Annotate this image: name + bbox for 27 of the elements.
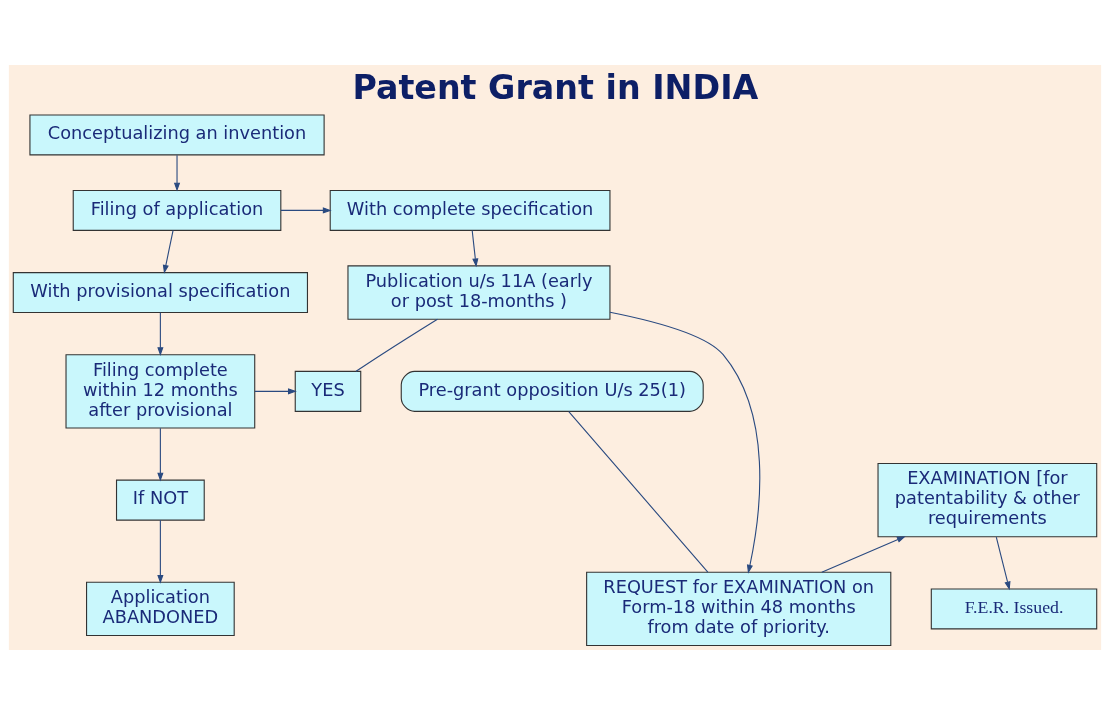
arrow	[280, 207, 332, 214]
arrow	[821, 536, 906, 573]
node-box: REQUEST for EXAMINATION on Form-18 within 48 months from date of priority.	[586, 571, 892, 647]
diagram-title: Patent Grant in INDIA	[352, 68, 759, 108]
arrow	[254, 388, 297, 395]
arrow	[157, 427, 164, 482]
node-box: With complete specification	[329, 189, 611, 231]
node-box: Filing complete within 12 months after provisional	[65, 354, 256, 429]
node-box: EXAMINATION [for patentability & other requirements	[877, 462, 1098, 538]
node-box: F.E.R. Issued.	[930, 588, 1098, 630]
node-box: Conceptualizing an invention	[29, 114, 325, 156]
arrow	[609, 311, 761, 574]
arrow	[157, 519, 164, 584]
connector	[355, 318, 438, 372]
arrow	[162, 229, 174, 274]
node-box: Publication u/s 11A (early or post 18-months )	[347, 265, 611, 320]
node-box: Filing of application	[72, 189, 282, 231]
node-box: With provisional specification	[12, 272, 308, 314]
arrow	[173, 154, 181, 192]
node-box: YES	[294, 370, 362, 412]
node-box: Pre-grant opposition U/s 25(1)	[400, 370, 704, 412]
arrow	[471, 229, 479, 268]
node-box: Application ABANDONED	[86, 581, 235, 637]
connector	[568, 411, 709, 573]
node-box: If NOT	[115, 479, 205, 521]
arrow	[995, 536, 1011, 591]
arrow	[157, 312, 164, 357]
